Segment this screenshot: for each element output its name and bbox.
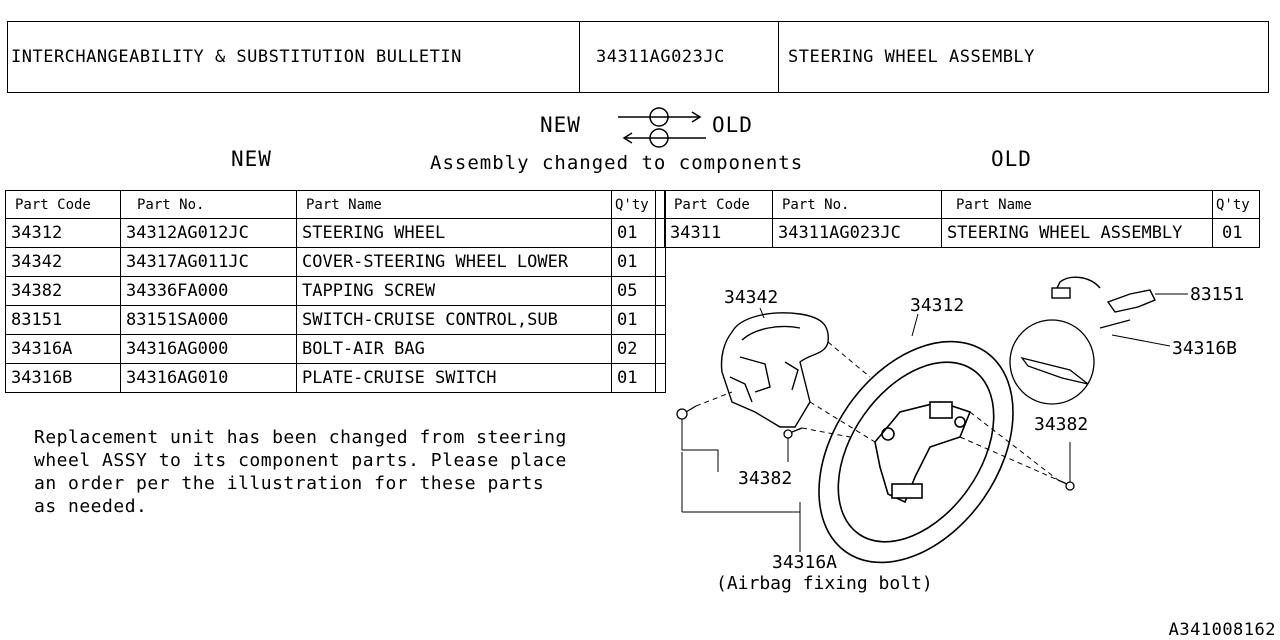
cell-part-no: 34311AG023JC [772,218,942,248]
callout-airbag-fixing-bolt: (Airbag fixing bolt) [716,573,933,594]
cell-part-name: SWITCH-CRUISE CONTROL,SUB [296,305,612,335]
callout-34382-right: 34382 [1034,414,1089,435]
cell-part-name: BOLT-AIR BAG [296,334,612,364]
col-header-part-name: Part Name [941,190,1213,219]
interchange-arrows-icon [618,107,706,148]
leader-lines [681,293,1188,552]
col-header-part-code: Part Code [664,190,773,219]
col-header-qty: Q'ty [1212,190,1260,219]
table-row: 34311 34311AG023JC STEERING WHEEL ASSEMB… [664,218,1260,248]
cell-part-no: 34312AG012JC [120,218,297,248]
table-row: 34382 34336FA000 TAPPING SCREW 05 [5,276,666,306]
new-side-label: NEW [231,147,272,171]
table-row: 83151 83151SA000 SWITCH-CRUISE CONTROL,S… [5,305,666,335]
note-line: wheel ASSY to its component parts. Pleas… [34,450,567,471]
cell-part-code: 83151 [5,305,121,335]
old-parts-table: Part Code Part No. Part Name Q'ty 34311 … [664,190,1260,248]
cell-qty: 01 [611,363,656,393]
col-header-qty: Q'ty [611,190,656,219]
cell-part-no: 34317AG011JC [120,247,297,277]
cruise-switch-part [1051,276,1156,313]
cell-part-no: 34316AG000 [120,334,297,364]
callout-34316A: 34316A [772,552,838,573]
steering-wheel-illustration [676,276,1188,564]
bulletin-part-name: STEERING WHEEL ASSEMBLY [778,22,1268,92]
cell-part-code: 34316A [5,334,121,364]
note-line: an order per the illustration for these … [34,473,545,494]
cell-part-code: 34316B [5,363,121,393]
cell-part-name: TAPPING SCREW [296,276,612,306]
cell-part-name: STEERING WHEEL [296,218,612,248]
cell-qty: 01 [611,305,656,335]
table-row: 34342 34317AG011JC COVER-STEERING WHEEL … [5,247,666,277]
exploded-parts-diagram: 34342 34312 83151 34316B 34382 34382 343… [660,262,1280,602]
cell-part-code: 34382 [5,276,121,306]
assembly-lines [695,341,1059,481]
bulletin-header: INTERCHANGEABILITY & SUBSTITUTION BULLET… [7,21,1269,93]
cell-part-code: 34312 [5,218,121,248]
new-parts-table: Part Code Part No. Part Name Q'ty 34312 … [5,190,666,393]
table-header-row: Part Code Part No. Part Name Q'ty [5,190,666,219]
col-header-part-code: Part Code [5,190,121,219]
note-line: Replacement unit has been changed from s… [34,427,567,448]
spacer-cell [655,363,666,393]
callout-34316B: 34316B [1172,338,1238,359]
callout-34312: 34312 [910,295,965,316]
table-row: 34316B 34316AG010 PLATE-CRUISE SWITCH 01 [5,363,666,393]
cruise-plate-detail [1009,319,1131,405]
illustration-code: A341008162 [1168,620,1276,640]
bulletin-title: INTERCHANGEABILITY & SUBSTITUTION BULLET… [11,47,462,67]
cell-qty: 01 [611,218,656,248]
cell-qty: 01 [611,247,656,277]
table-row: 34316A 34316AG000 BOLT-AIR BAG 02 [5,334,666,364]
cell-qty: 05 [611,276,656,306]
callout-34342: 34342 [724,287,779,308]
col-header-part-no: Part No. [772,190,942,219]
cell-part-name: COVER-STEERING WHEEL LOWER [296,247,612,277]
bulletin-part-number: 34311AG023JC [579,22,778,92]
fastener-parts [676,405,1075,491]
change-type-label: Assembly changed to components [430,152,804,174]
cell-part-name: STEERING WHEEL ASSEMBLY [941,218,1213,248]
table-header-row: Part Code Part No. Part Name Q'ty [664,190,1260,219]
cell-part-no: 83151SA000 [120,305,297,335]
cell-qty: 02 [611,334,656,364]
callout-34382-left: 34382 [738,468,793,489]
legend-new-label: NEW [540,113,581,137]
col-header-part-no: Part No. [120,190,297,219]
cell-part-no: 34316AG010 [120,363,297,393]
cell-part-code: 34311 [664,218,773,248]
cover-lower-part [720,312,829,428]
table-row: 34312 34312AG012JC STEERING WHEEL 01 [5,218,666,248]
col-header-part-name: Part Name [296,190,612,219]
callout-83151: 83151 [1190,284,1245,305]
steering-wheel-part [818,340,1014,564]
cell-part-code: 34342 [5,247,121,277]
replacement-note: Replacement unit has been changed from s… [34,426,674,518]
cell-part-no: 34336FA000 [120,276,297,306]
old-side-label: OLD [991,147,1032,171]
interchangeability-legend: NEW OLD [540,104,780,152]
legend-old-label: OLD [712,113,753,137]
cell-part-name: PLATE-CRUISE SWITCH [296,363,612,393]
note-line: as needed. [34,496,148,517]
cell-qty: 01 [1212,218,1260,248]
